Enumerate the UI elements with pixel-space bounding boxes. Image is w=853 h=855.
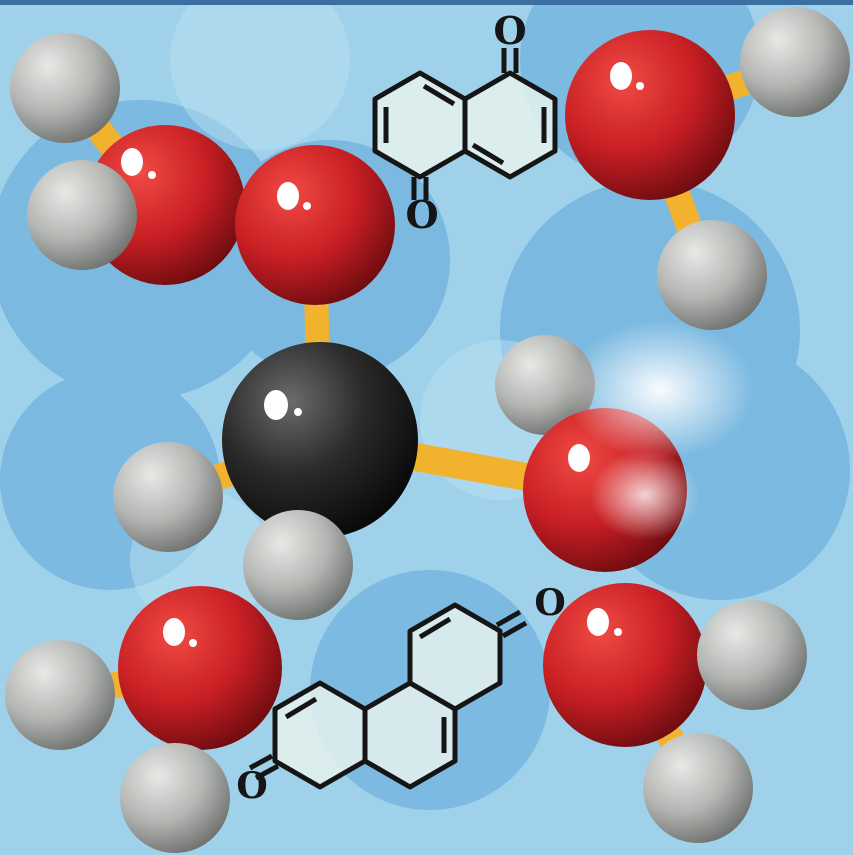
oxygen-atom: [118, 586, 282, 750]
carbon-atom: [222, 342, 418, 538]
glare: [565, 320, 755, 460]
oxygen-atom: [565, 30, 735, 200]
hydrogen-atom: [643, 733, 753, 843]
hydrogen-atom: [657, 220, 767, 330]
highlights: [121, 62, 644, 647]
hydrogen-atom: [243, 510, 353, 620]
hydrogen-atom: [120, 743, 230, 853]
hydrogen-atom: [697, 600, 807, 710]
hydrogen-atom: [5, 640, 115, 750]
oxygen-label: O: [534, 582, 565, 624]
hydrogen-atom: [740, 7, 850, 117]
hydrogen-atom: [27, 160, 137, 270]
naphthoquinone-formula: [372, 48, 558, 200]
hydrogen-atom: [10, 33, 120, 143]
oxygen-atom: [235, 145, 395, 305]
top-edge: [0, 0, 853, 5]
phenanthrenedione-formula: [248, 602, 528, 790]
oxygen-label: O: [236, 765, 267, 807]
oxygen-label: O: [405, 192, 438, 237]
hydrogen-atom: [113, 442, 223, 552]
oxygen-atom: [543, 583, 707, 747]
oxygen-label: O: [493, 8, 526, 53]
glare: [590, 450, 700, 540]
